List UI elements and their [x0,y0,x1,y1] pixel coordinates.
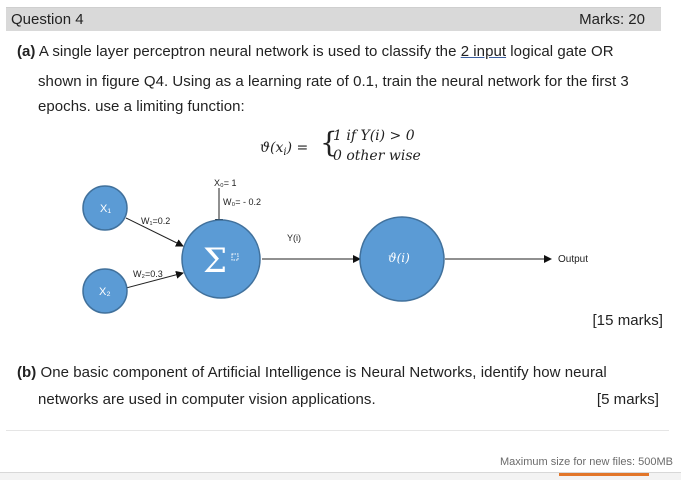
question-marks: Marks: 20 [579,11,645,28]
formula-brace: { [320,126,338,159]
part-b-text: One basic component of Artificial Intell… [36,364,607,381]
part-a-text-end: logical gate OR [506,43,614,60]
question-body [6,33,669,431]
w1-connection [125,217,184,247]
w2-label: W₂=0.3 [133,269,163,279]
part-a-line-2: shown in figure Q4. Using as a learning … [38,73,629,90]
activation-label: ϑ(i) [388,251,410,265]
x2-label: X₂ [99,286,111,298]
question-title: Question 4 [11,11,84,28]
two-input-link[interactable]: 2 input [460,43,507,60]
w2-connection [125,270,184,289]
part-b-line-1: (b) One basic component of Artificial In… [17,361,667,385]
w0-label: W₀= - 0.2 [223,197,261,207]
part-b-label: (b) [17,364,37,381]
part-a-marks: [15 marks] [592,312,663,329]
part-b-line-2: networks are used in computer vision app… [38,391,376,408]
question-header: Question 4 Marks: 20 [6,7,661,31]
upload-area-edge [0,472,681,480]
x1-label: X₁ [100,203,111,215]
part-a-text-start: A single layer perceptron neural network… [35,43,461,60]
activation-node [359,216,445,302]
part-a-line-3: epochs. use a limiting function: [38,98,245,115]
w1-label: W₁=0.2 [141,216,170,226]
formula-case-2: 0 other wise [333,148,421,164]
input-node-x1 [82,185,128,231]
input-node-x2 [82,268,128,314]
upload-button-edge[interactable] [559,473,649,476]
part-b-marks: [5 marks] [596,391,659,408]
formula-lhs: ϑ(xi) = [260,140,308,158]
yi-label: Y(i) [287,233,301,243]
formula-case-1: 1 if Y(i) > 0 [333,128,415,144]
part-a-line-1: (a) A single layer perceptron neural net… [17,40,667,64]
sum-symbol: Σ [203,241,227,281]
part-a-label: (a) [17,43,36,60]
max-file-size-note: Maximum size for new files: 500MB [500,456,673,468]
output-label: Output [558,254,588,265]
summation-node [181,219,261,299]
placeholder-box-icon [231,253,239,261]
x0-label: X₀= 1 [214,178,237,188]
